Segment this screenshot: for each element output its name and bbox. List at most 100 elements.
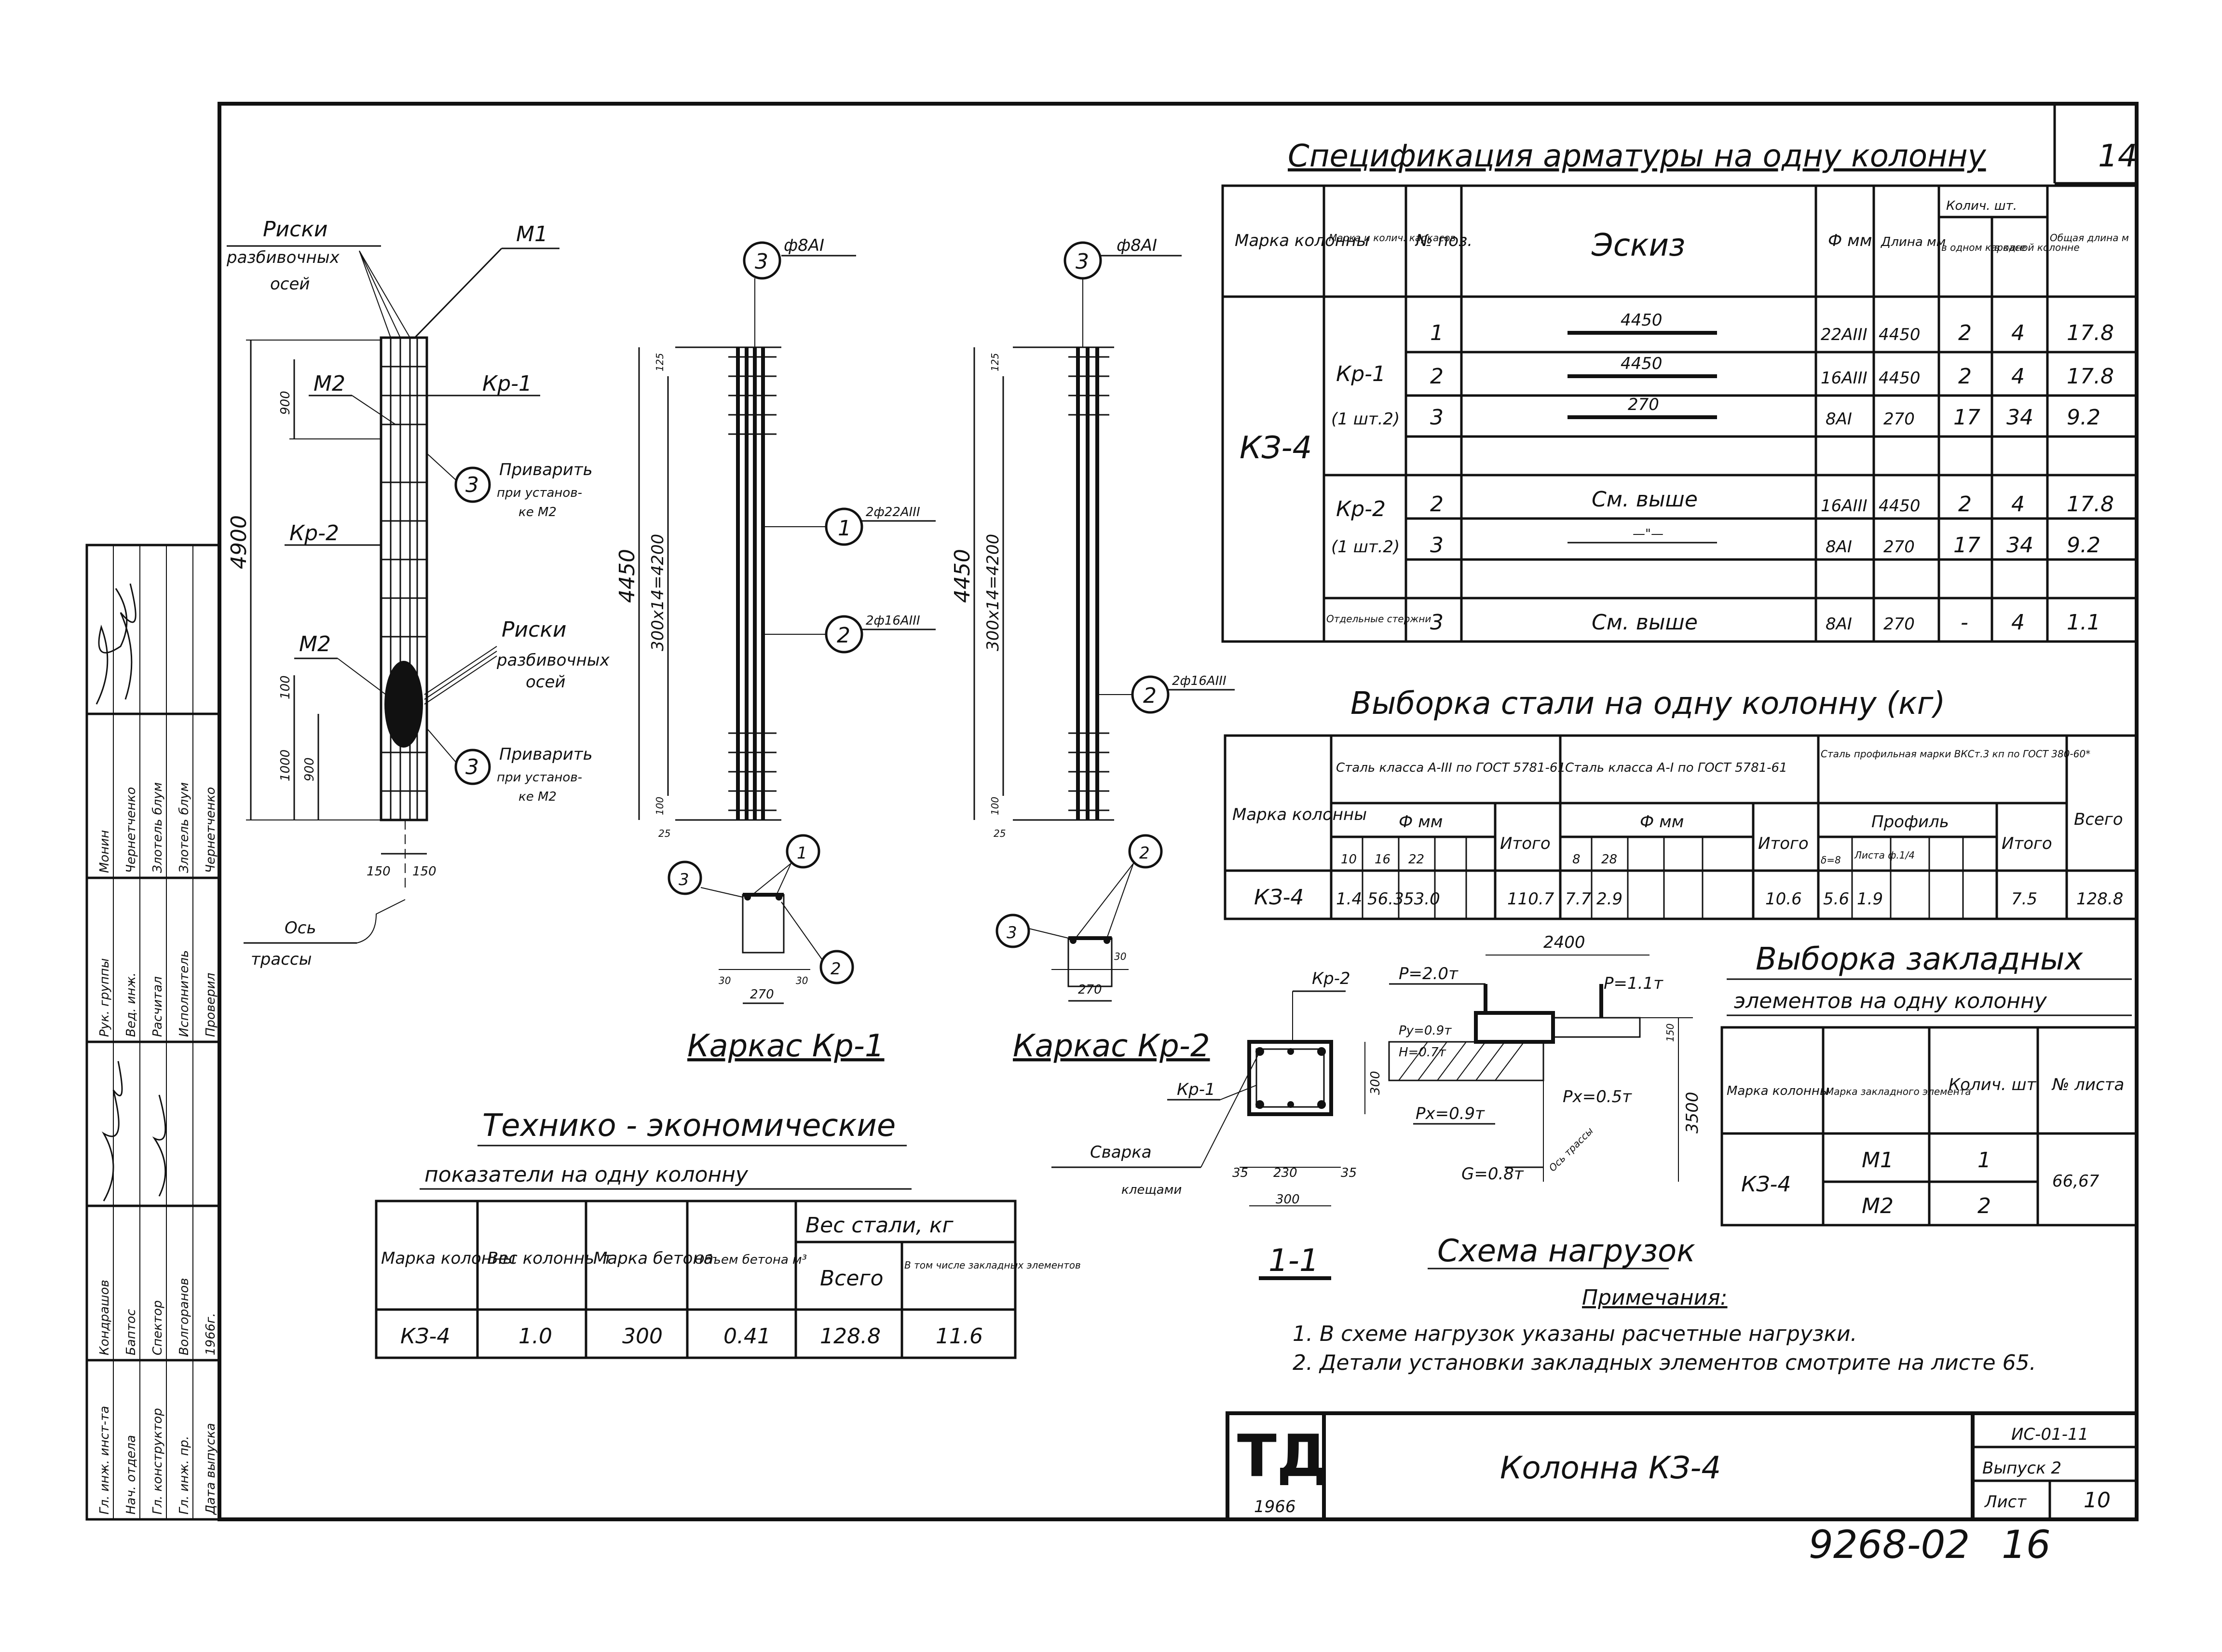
- steel-h-prof-label: Профиль: [1871, 812, 1949, 832]
- title-stamp: ТД 1966 Колонна КЗ-4 ИС-01-11 Выпуск 2 Л…: [1226, 1411, 2139, 1521]
- spec-length: 270: [1883, 614, 1915, 634]
- sec-title: 1-1: [1268, 1243, 1319, 1279]
- role-10: Проверил: [204, 973, 218, 1037]
- kr1-sec-callout-2: [819, 950, 854, 984]
- kr2-dim-4200: 300х14=4200: [983, 534, 1003, 651]
- steel-h-a3-dia: Ф мм: [1399, 812, 1443, 832]
- tech-value: 300: [622, 1324, 663, 1349]
- sec-dim-230: 230: [1273, 1166, 1297, 1180]
- svg-text:3: 3: [1007, 923, 1017, 942]
- embed-elem-m2: М2: [1862, 1194, 1894, 1218]
- tech-table: Технико - экономические показатели на од…: [375, 1108, 1081, 1359]
- spec-frame-kr2-count: (1 шт.2): [1331, 537, 1400, 557]
- weld-note-a2: при установ-: [497, 486, 582, 500]
- weld-note-b1: Приварить: [499, 745, 593, 764]
- dim-900-top: 900: [278, 391, 293, 415]
- role-8: Расчитал: [150, 976, 165, 1037]
- kr2-dim-125: 125: [989, 353, 1001, 371]
- steel-value: 56.3: [1367, 889, 1404, 909]
- spec-pos: 3: [1430, 610, 1444, 635]
- spec-pos: 3: [1430, 405, 1444, 430]
- spec-per-frame: 2: [1958, 321, 1972, 345]
- weld-note-b3: ке М2: [518, 790, 557, 804]
- spec-dia: 16АIII: [1821, 496, 1868, 516]
- spec-h-total: Общая длина м: [2050, 232, 2129, 244]
- dim-4900: 4900: [227, 515, 251, 569]
- svg-text:3: 3: [465, 473, 479, 497]
- embed-table: Выборка закладных элементов на одну коло…: [1720, 942, 2138, 1227]
- spec-per-col: 34: [2006, 533, 2033, 558]
- kr1-sec-callout-1: [786, 834, 820, 869]
- spec-total: 9.2: [2067, 533, 2100, 558]
- steel-value: 110.7: [1507, 889, 1554, 909]
- embed-h-mark: Марка колонны: [1727, 1084, 1829, 1098]
- role-7: Вед. инж.: [124, 972, 138, 1037]
- marks-label-3: осей: [270, 274, 310, 294]
- svg-text:3: 3: [465, 755, 479, 779]
- load-px05: Рх=0.5т: [1563, 1087, 1632, 1106]
- frame-kr2: 4450 300х14=4200 125 100 25 3 ф8АI 2 2ф1…: [950, 236, 1235, 1064]
- axis-label-2: трассы: [251, 950, 312, 969]
- spec-separate-bars: Отдельные стержни: [1326, 613, 1431, 625]
- spec-dia: 8АI: [1826, 614, 1852, 634]
- spec-per-frame: 17: [1953, 533, 1980, 558]
- svg-text:2: 2: [1143, 683, 1157, 708]
- role-2: Нач. отдела: [124, 1435, 138, 1515]
- kr2-bar2: 2ф16АIII: [1172, 674, 1227, 688]
- role-5: Дата выпуска: [204, 1423, 218, 1515]
- kr2-title: Каркас Кр-2: [1013, 1028, 1210, 1064]
- load-p20: Р=2.0т: [1399, 964, 1459, 983]
- embed-elem-m1: М1: [1862, 1148, 1894, 1173]
- steel-h-mark: Марка колонны: [1232, 805, 1367, 824]
- page-number: 14: [2098, 138, 2137, 174]
- kr1-bar1: 2ф22АIII: [866, 505, 920, 519]
- kr2-dim-100: 100: [989, 797, 1001, 815]
- embed-title-2: элементов на одну колонну: [1734, 989, 2047, 1013]
- marks-label-b2: разбивочных: [496, 651, 610, 670]
- section-1-1: Кр-2 Кр-1 Сварка клещами 35 230 35 300 3…: [1051, 969, 1383, 1280]
- spec-per-col: 4: [2011, 321, 2025, 345]
- spec-column-mark: КЗ-4: [1240, 430, 1312, 466]
- steel-dia: 22: [1408, 852, 1424, 867]
- role-9: Исполнитель: [177, 950, 191, 1037]
- spec-h-qty-frame: в одном каркасе: [1941, 242, 2026, 253]
- spec-per-frame: -: [1961, 610, 1968, 635]
- tech-h-volume: Объем бетона м³: [695, 1253, 807, 1267]
- steel-value: 53.0: [1404, 889, 1440, 909]
- label-m2-bottom: М2: [299, 632, 331, 656]
- kr2-sec-callout-3: [995, 914, 1030, 948]
- spec-per-col: 34: [2006, 405, 2033, 430]
- series-code: ИС-01-11: [2011, 1425, 2088, 1444]
- steel-value: 10.6: [1765, 889, 1802, 909]
- spec-frame-kr1-count: (1 шт.2): [1331, 410, 1400, 429]
- spec-h-length: Длина мм: [1881, 235, 1946, 249]
- steel-value: 2.9: [1596, 889, 1622, 909]
- spec-total: 17.8: [2067, 364, 2114, 389]
- tech-value: 0.41: [723, 1324, 771, 1349]
- spec-pos: 3: [1430, 533, 1444, 558]
- load-p11: Р=1.1т: [1604, 974, 1663, 993]
- kr1-dim-100: 100: [654, 797, 666, 815]
- spec-table: Спецификация арматуры на одну колонну Ма…: [1221, 138, 2138, 643]
- spec-dia: 22АIII: [1821, 325, 1868, 344]
- kr2-dim-4450: 4450: [950, 549, 975, 603]
- kr1-title: Каркас Кр-1: [687, 1028, 885, 1064]
- steel-value: 1.9: [1857, 889, 1883, 909]
- signature-2: [120, 583, 136, 700]
- embed-mark: КЗ-4: [1741, 1172, 1791, 1197]
- steel-prof-type: δ=8: [1821, 854, 1841, 866]
- spec-length: 4450: [1879, 369, 1921, 388]
- sec-dim-300-v: 300: [1368, 1071, 1383, 1095]
- sec-weld-1: Сварка: [1090, 1143, 1152, 1162]
- steel-h-a1-total: Итого: [1758, 834, 1809, 853]
- label-m1: М1: [516, 222, 548, 246]
- svg-text:3: 3: [1076, 249, 1089, 274]
- label-kr2: Кр-2: [289, 521, 339, 546]
- spec-dia: 8АI: [1826, 410, 1852, 429]
- embed-h-elem: Марка закладного элемента: [1826, 1086, 1971, 1097]
- sec-dim-300-h: 300: [1276, 1192, 1300, 1207]
- embed-h-qty: Колич. шт.: [1949, 1075, 2041, 1094]
- notes: Примечания: 1. В схеме нагрузок указаны …: [1293, 1285, 2036, 1375]
- steel-value: 5.6: [1823, 889, 1849, 909]
